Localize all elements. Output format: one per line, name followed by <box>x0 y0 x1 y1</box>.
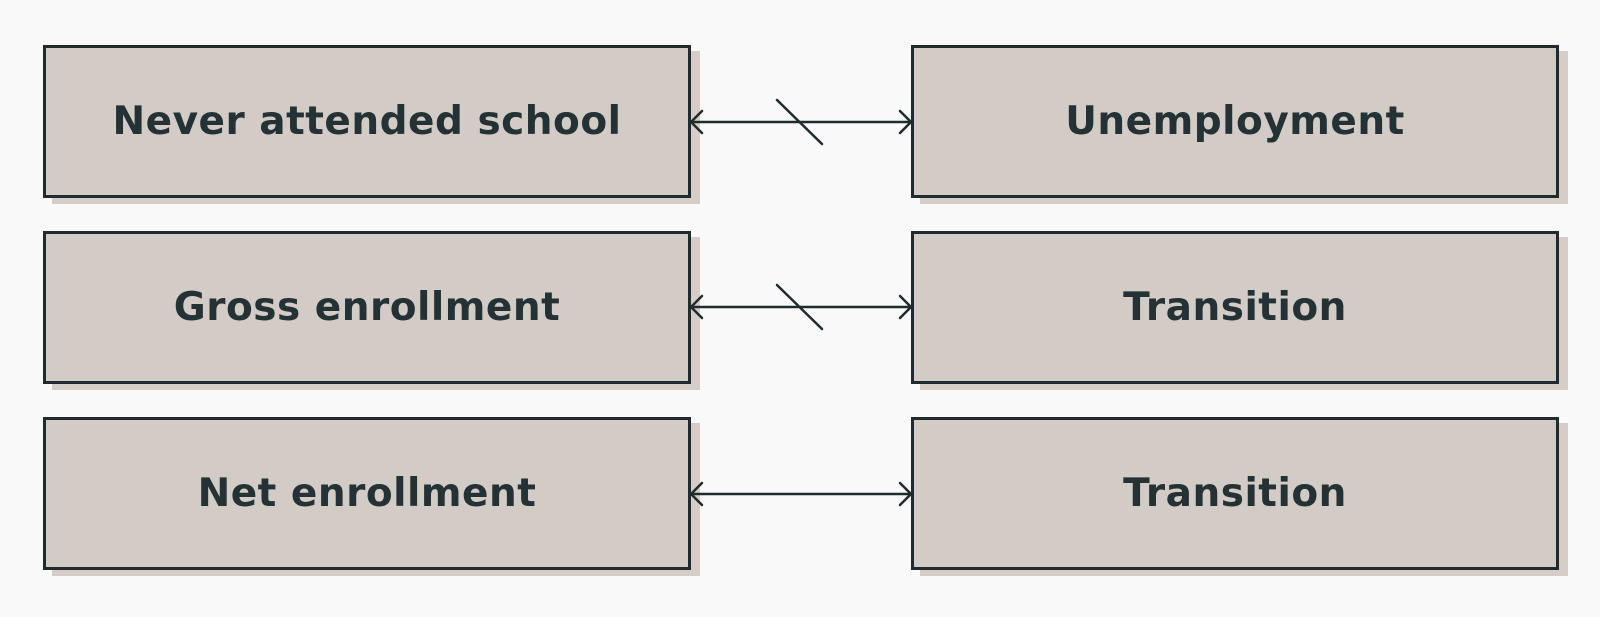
left-box-net-enrollment: Net enrollment <box>43 417 691 570</box>
right-box-label: Unemployment <box>1065 99 1405 144</box>
right-box-label: Transition <box>1123 471 1347 516</box>
right-box-label: Transition <box>1123 285 1347 330</box>
arrowhead-right-icon <box>898 294 913 320</box>
left-box-label: Gross enrollment <box>173 285 561 330</box>
left-box-gross-enrollment: Gross enrollment <box>43 231 691 384</box>
bidirectional-arrow-not-related <box>689 283 913 331</box>
strike-through-slash-icon <box>775 283 824 331</box>
arrowhead-left-icon <box>689 481 704 507</box>
right-box-transition: Transition <box>911 231 1559 384</box>
right-box-transition: Transition <box>911 417 1559 570</box>
arrowhead-left-icon <box>689 109 704 135</box>
strike-through-slash-icon <box>775 98 824 146</box>
left-box-label: Net enrollment <box>197 471 537 516</box>
arrowhead-right-icon <box>898 109 913 135</box>
arrowhead-left-icon <box>689 294 704 320</box>
bidirectional-arrow-not-related <box>689 98 913 146</box>
arrowhead-right-icon <box>898 481 913 507</box>
left-box-label: Never attended school <box>112 99 622 144</box>
bidirectional-arrow <box>689 481 913 507</box>
right-box-unemployment: Unemployment <box>911 45 1559 198</box>
left-box-never-attended-school: Never attended school <box>43 45 691 198</box>
